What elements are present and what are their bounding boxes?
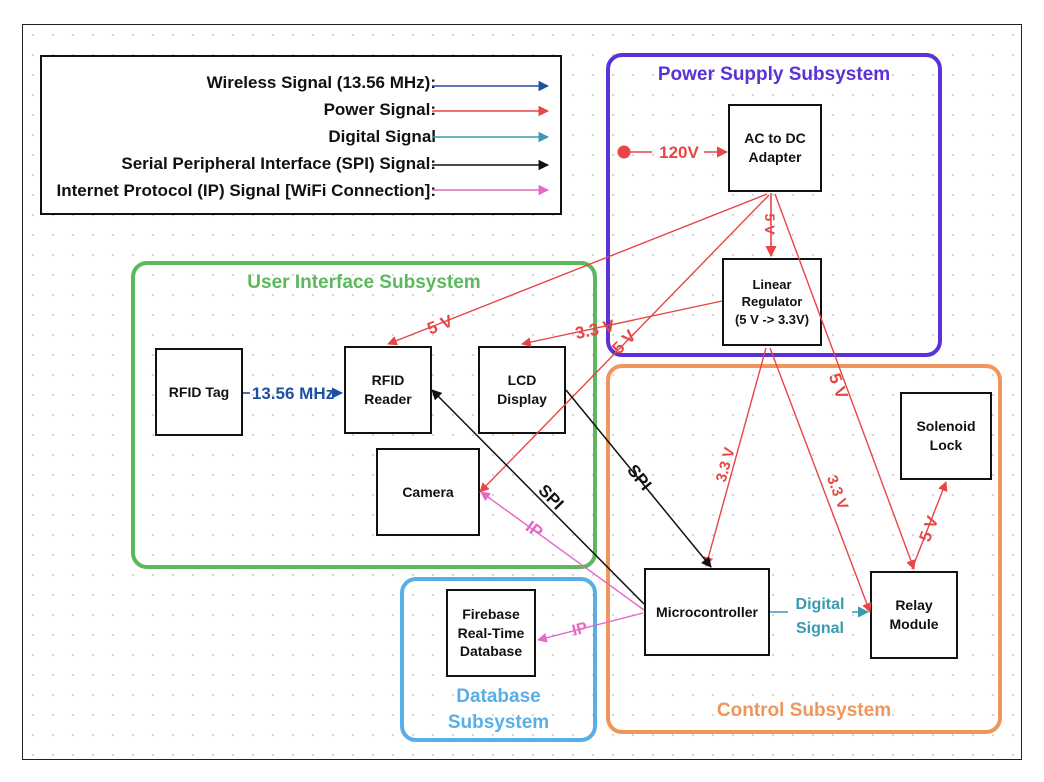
database-subsystem	[400, 577, 597, 742]
legend-box: Wireless Signal (13.56 MHz): Power Signa…	[40, 55, 562, 215]
edge-spi-reader-label: SPI	[535, 481, 568, 514]
linear-regulator-label: Linear Regulator (5 V -> 3.3V)	[734, 276, 810, 327]
control-subsystem-title: Control Subsystem	[716, 700, 892, 721]
edge-3v3-lcd-label: 3.3 V	[573, 316, 616, 343]
firebase-database-label: Firebase Real-Time Database	[457, 605, 525, 660]
rfid-tag-label: RFID Tag	[168, 383, 230, 400]
user-interface-subsystem	[131, 261, 597, 569]
edge-power-adapter-relay	[774, 193, 916, 570]
camera-node: Camera	[376, 448, 480, 536]
ac-to-dc-adapter-node: AC to DC Adapter	[728, 104, 822, 192]
edge-120v-label: 120V	[659, 143, 699, 162]
edge-5v-solenoid-label: 5 V	[915, 513, 942, 544]
edge-power-adapter-camera	[479, 194, 770, 493]
edge-3v3-micro-label: 3.3 V	[713, 446, 739, 484]
lcd-display-label: LCD Display	[497, 372, 547, 407]
relay-module-label: Relay Module	[889, 597, 939, 632]
edge-digital-label-line1: Digital	[796, 596, 845, 613]
edge-spi-micro-reader	[431, 389, 645, 605]
solenoid-lock-node: Solenoid Lock	[900, 392, 992, 480]
edge-ip-camera-label: IP	[522, 517, 546, 542]
legend-spi-label: Serial Peripheral Interface (SPI) Signal…	[121, 154, 436, 173]
firebase-database-node: Firebase Real-Time Database	[446, 589, 536, 677]
edge-digital-label-line2: Signal	[796, 620, 844, 637]
microcontroller-node: Microcontroller	[644, 568, 770, 656]
edge-power-adapter-reader	[387, 193, 768, 346]
edge-power-regulator-relay	[769, 347, 872, 613]
power-supply-subsystem	[606, 53, 942, 357]
rfid-reader-label: RFID Reader	[364, 372, 412, 407]
power-input-dot	[617, 145, 631, 159]
edge-power-relay-solenoid	[911, 481, 948, 570]
rfid-tag-node: RFID Tag	[155, 348, 243, 436]
power-subsystem-title: Power Supply Subsystem	[657, 64, 891, 85]
legend-digital-label: Digital Signal	[328, 127, 436, 146]
legend-ip-label: Internet Protocol (IP) Signal [WiFi Conn…	[56, 181, 437, 200]
edge-3v3-relay-label: 3.3 V	[823, 473, 851, 512]
edge-ip-micro-firebase	[537, 612, 644, 643]
edge-ip-micro-camera	[480, 491, 645, 611]
ui-subsystem-title: User Interface Subsystem	[247, 272, 481, 293]
legend-wireless-label: Wireless Signal (13.56 MHz):	[206, 73, 436, 92]
edge-power-regulator-micro	[703, 347, 767, 567]
database-subsystem-title-line2: Subsystem	[447, 712, 550, 733]
linear-regulator-node: Linear Regulator (5 V -> 3.3V)	[722, 258, 822, 346]
rfid-reader-node: RFID Reader	[344, 346, 432, 434]
edge-5v-regulator-label: 5 V	[762, 213, 778, 235]
edge-5v-relay-label: 5 V	[825, 371, 852, 402]
control-subsystem	[606, 364, 1002, 734]
edge-power-regulator-lcd	[521, 300, 723, 347]
legend-power-label: Power Signal:	[323, 100, 436, 119]
relay-module-node: Relay Module	[870, 571, 958, 659]
camera-label: Camera	[402, 483, 454, 500]
database-subsystem-title-line1: Database	[456, 686, 541, 707]
solenoid-lock-label: Solenoid Lock	[916, 418, 976, 453]
microcontroller-label: Microcontroller	[656, 603, 758, 620]
edge-5v-reader-label: 5 V	[425, 311, 456, 338]
ac-to-dc-adapter-label: AC to DC Adapter	[744, 130, 806, 165]
edge-ip-firebase-label: IP	[570, 619, 589, 639]
edge-wireless-label: 13.56 MHz	[252, 384, 334, 403]
edge-spi-lcd-micro	[565, 389, 712, 568]
